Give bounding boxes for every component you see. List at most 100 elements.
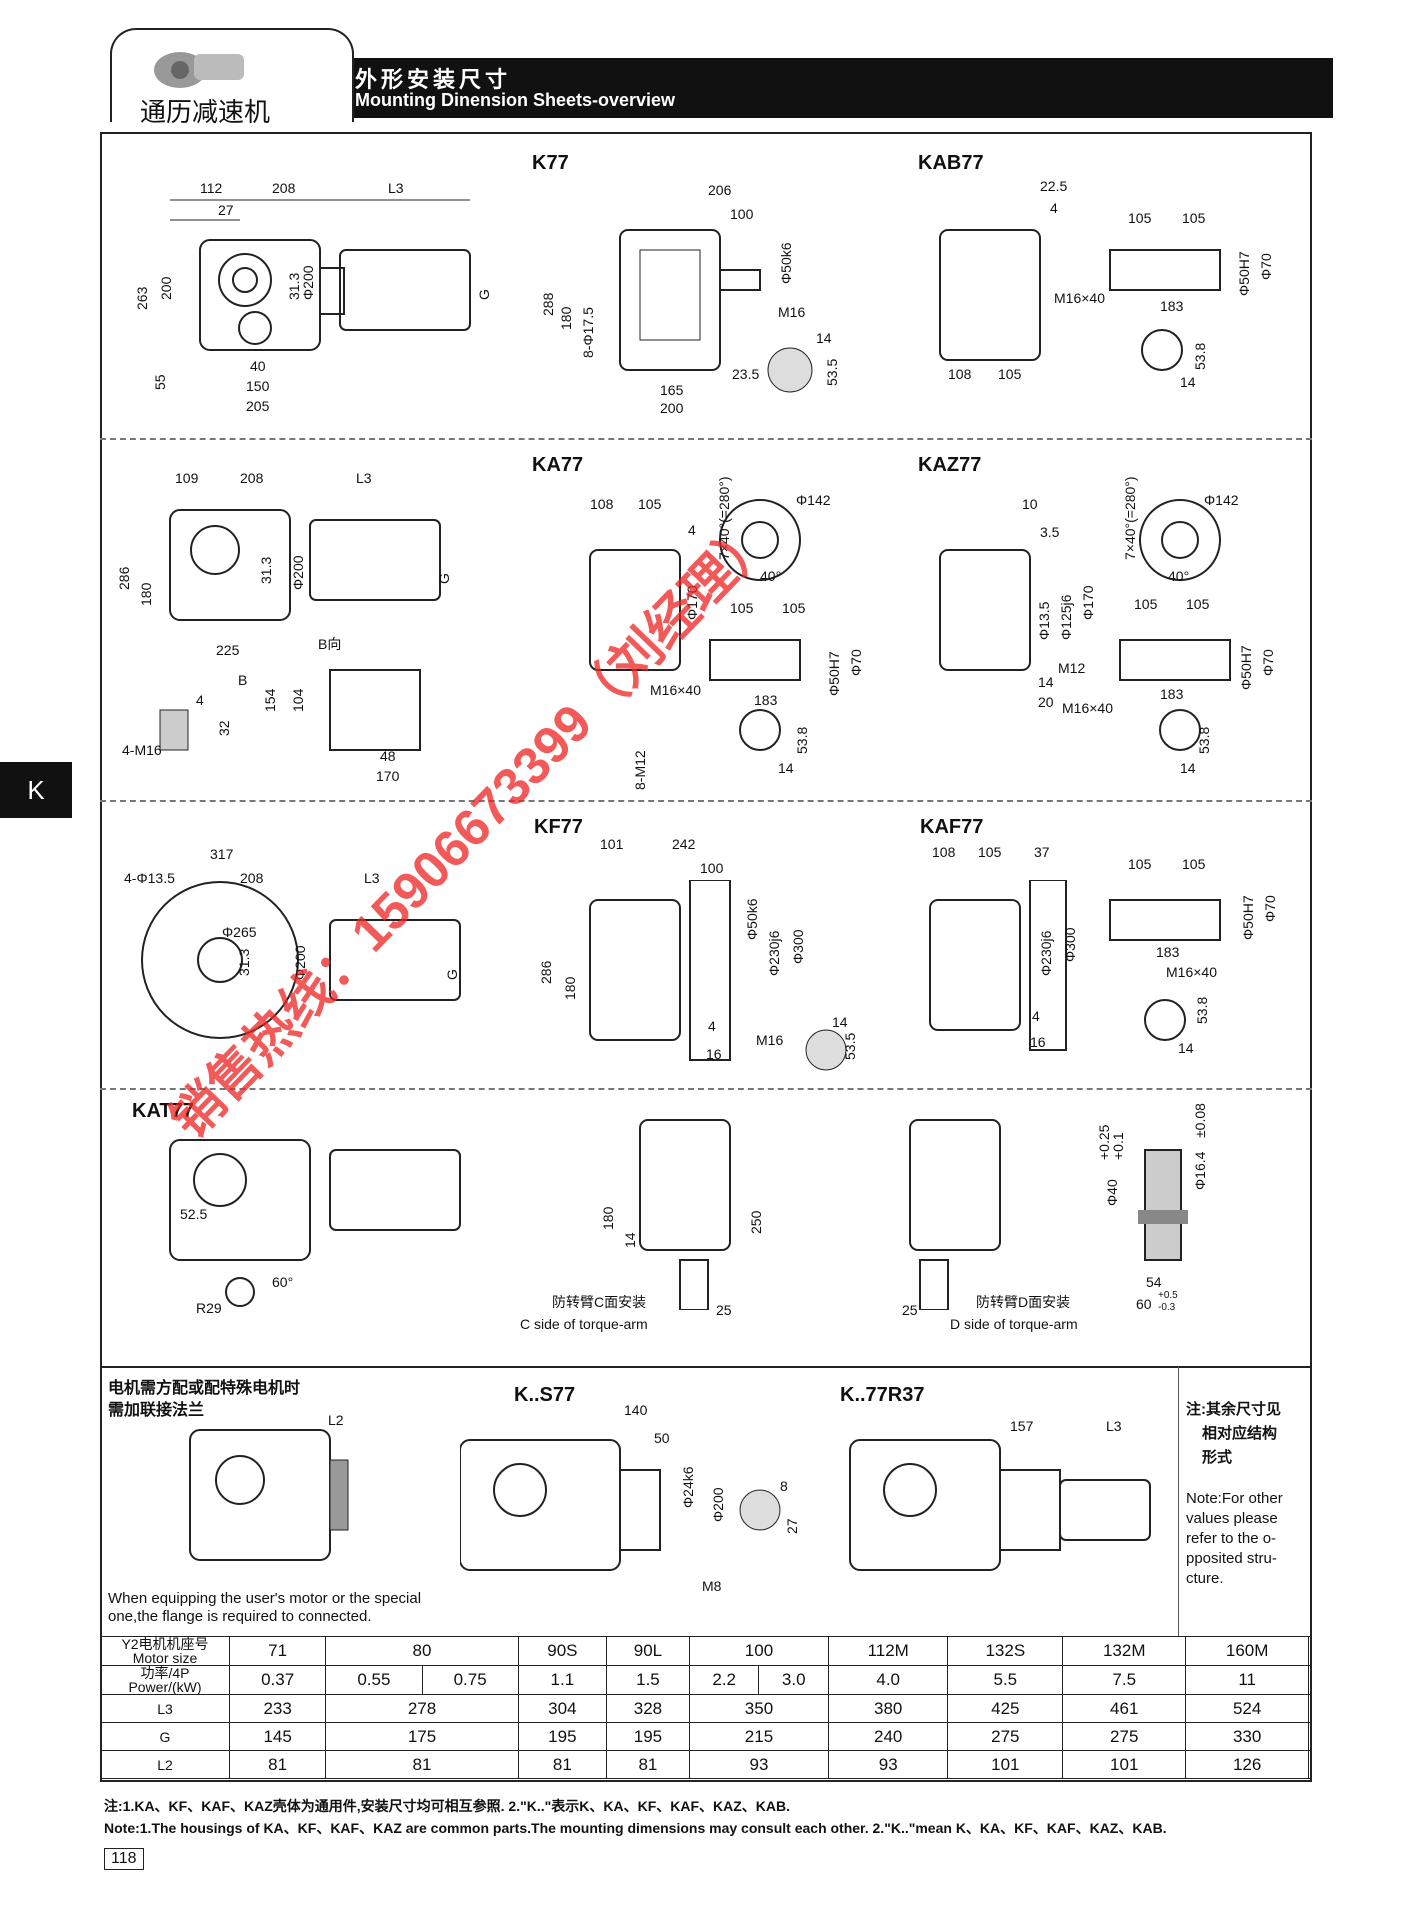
table-cell: 328: [605, 1694, 690, 1723]
dim-label: 317: [210, 846, 234, 862]
table-cell: 425: [947, 1694, 1064, 1723]
dim-label: B向: [318, 636, 342, 652]
dim-label: 150: [246, 378, 270, 394]
dim-label: 50: [654, 1430, 670, 1446]
k77r37-drawing: [849, 1439, 1151, 1571]
dim-label: M8: [702, 1578, 722, 1594]
dim-label: 105: [998, 366, 1022, 382]
dim-label: 263: [134, 286, 150, 310]
dim-label: 105: [730, 600, 754, 616]
table-cell: 112M: [828, 1636, 949, 1666]
dim-label: 200: [158, 276, 174, 300]
dim-label: Φ230j6: [1038, 930, 1054, 976]
dim-label: 183: [1160, 298, 1184, 314]
dim-label: 105: [1186, 596, 1210, 612]
table-cell: 145: [228, 1722, 327, 1751]
footnote-en: Note:1.The housings of KA、KF、KAF、KAZ are…: [104, 1820, 1167, 1836]
table-cell: 1.5: [605, 1665, 690, 1695]
dim-label: 60: [1136, 1296, 1152, 1312]
dim-label: 4-M16: [122, 742, 162, 758]
table-cell: 524: [1185, 1694, 1310, 1723]
dim-label: 4: [1032, 1008, 1040, 1024]
table-cell: 80: [325, 1636, 519, 1666]
dim-tolerance: -0.3: [1158, 1302, 1176, 1313]
table-cell: 275: [1062, 1722, 1187, 1751]
dim-label: 105: [1128, 210, 1152, 226]
drawing-frame: [100, 132, 1312, 1782]
dim-label: 4: [688, 522, 696, 538]
dim-label: 108: [590, 496, 614, 512]
side-note-cn-2: 相对应结构: [1202, 1425, 1278, 1442]
dim-label: 225: [216, 642, 240, 658]
section-title-ka77: KA77: [532, 454, 584, 476]
dim-label: 25: [716, 1302, 732, 1318]
table-cell: 101: [1062, 1750, 1187, 1779]
dim-label: L3: [1106, 1418, 1122, 1434]
dim-label: 32: [216, 720, 232, 736]
dim-tolerance: +0.1: [1110, 1132, 1126, 1160]
dim-label: M16×40: [1062, 700, 1113, 716]
dim-tolerance: ±0.08: [1192, 1103, 1208, 1138]
dim-label: 31.3: [258, 556, 274, 584]
table-cell: 0.55: [325, 1665, 423, 1695]
dim-label: 180: [558, 306, 574, 330]
dim-label: 105: [638, 496, 662, 512]
dim-label: 105: [782, 600, 806, 616]
table-cell: 126: [1185, 1750, 1310, 1779]
section-title-k77r37: K..77R37: [840, 1384, 925, 1406]
dim-label: 7×40°(=280°): [1122, 476, 1138, 560]
dim-label: 53.8: [1192, 342, 1208, 370]
dim-label: G: [476, 289, 492, 300]
table-cell: 81: [325, 1750, 519, 1779]
kf77-front-view-drawing: [589, 880, 847, 1071]
table-cell: 278: [325, 1694, 519, 1723]
dim-label: Φ70: [848, 649, 864, 676]
side-note-en-1: Note:For other: [1186, 1490, 1283, 1507]
kat77-side-view-drawing: [169, 1139, 461, 1307]
c-side-label-cn: 防转臂C面安装: [552, 1294, 647, 1310]
dim-label: 37: [1034, 844, 1050, 860]
table-row: L3 233 278 304 328 350 380 425 461 524: [100, 1694, 1312, 1723]
table-cell: 0.37: [228, 1665, 327, 1695]
dim-label: Φ200: [300, 265, 316, 300]
dim-label: 60°: [272, 1274, 294, 1290]
table-cell: 2.2: [688, 1665, 760, 1695]
footnote-cn: 注:1.KA、KF、KAF、KAZ壳体为通用件,安装尺寸均可相互参照. 2."K…: [104, 1798, 791, 1814]
dim-label: 55: [152, 374, 168, 390]
dim-label: Φ50H7: [1236, 251, 1252, 296]
side-note-en-3: refer to the o-: [1186, 1530, 1277, 1547]
dim-label: M16×40: [1054, 290, 1105, 306]
dim-label: 208: [240, 870, 264, 886]
dim-label: Φ40: [1104, 1179, 1120, 1206]
dim-label: Φ16.4: [1192, 1151, 1208, 1190]
flange-note-cn-1: 电机需方配或配特殊电机时: [108, 1380, 301, 1397]
side-note-en-4: pposited stru-: [1186, 1550, 1277, 1567]
table-cell: 233: [228, 1694, 327, 1723]
dim-label: 105: [1182, 210, 1206, 226]
dim-label: 8-Φ17.5: [580, 307, 596, 358]
dim-label: 180: [600, 1206, 616, 1230]
dim-label: 40°: [1168, 568, 1190, 584]
table-cell: 132M: [1062, 1636, 1187, 1666]
section-title-kab77: KAB77: [918, 152, 984, 174]
dim-label: 27: [784, 1518, 800, 1534]
dim-label: 40°: [760, 568, 782, 584]
table-cell: 0.75: [421, 1665, 519, 1695]
side-note-en-2: values please: [1186, 1510, 1278, 1527]
dim-label: 286: [538, 960, 554, 984]
dim-label: G: [444, 969, 460, 980]
section-title-kaf77: KAF77: [920, 816, 984, 838]
d-side-label-cn: 防转臂D面安装: [976, 1294, 1071, 1310]
table-cell: 11: [1185, 1665, 1310, 1695]
dim-label: Φ142: [1204, 492, 1239, 508]
dim-label: 40: [250, 358, 266, 374]
side-note-cn-3: 形式: [1202, 1449, 1233, 1466]
dim-label: 8: [780, 1478, 788, 1494]
dim-label: M12: [1058, 660, 1086, 676]
ka77-side-view-drawing: [159, 509, 441, 751]
section-title-kaz77: KAZ77: [918, 454, 982, 476]
table-cell: 132S: [947, 1636, 1064, 1666]
